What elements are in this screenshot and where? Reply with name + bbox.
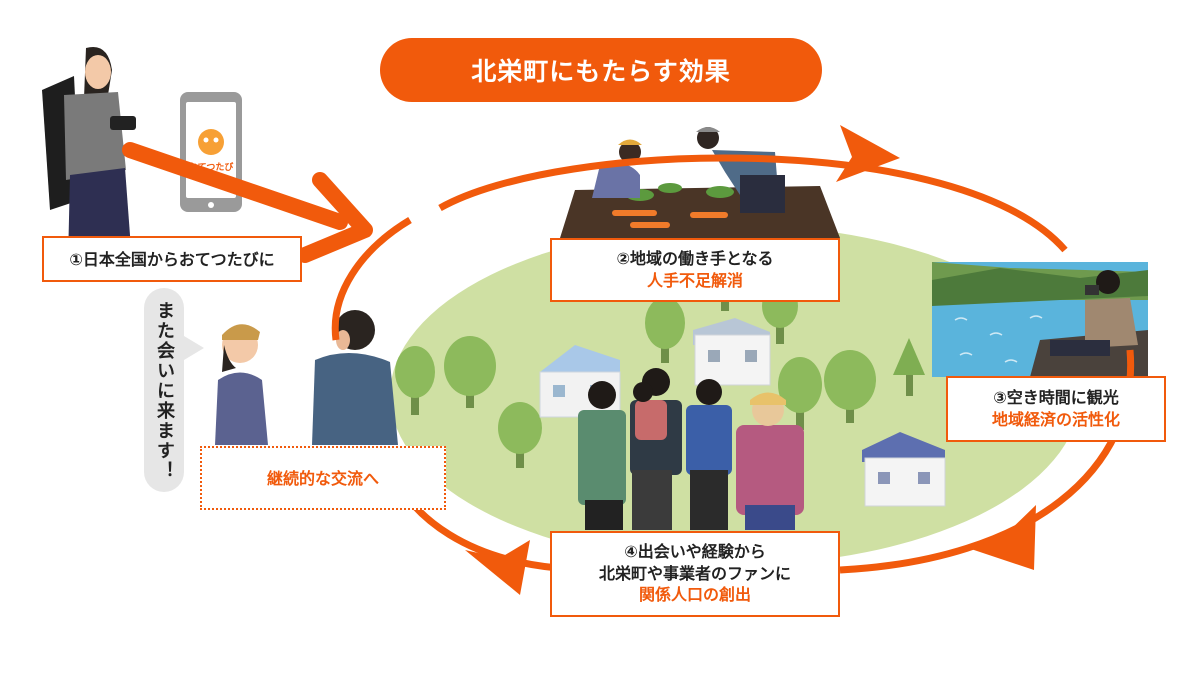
step-5-accent: 継続的な交流へ (266, 469, 379, 488)
speech-bubble (144, 288, 184, 492)
speech-text: また会いに来ます！ (154, 301, 175, 481)
farm-scene (560, 127, 840, 238)
lake-scene (932, 262, 1148, 377)
arrowhead-bottom-left (465, 540, 530, 595)
step-2-text: ②地域の働き手となる (616, 249, 774, 268)
step-3-text: ③空き時間に観光 (993, 388, 1119, 407)
speech-bubble-tail (184, 336, 204, 360)
step-2-accent: 人手不足解消 (646, 270, 743, 290)
app-logo-icon (198, 129, 224, 155)
arrowhead-top (836, 125, 900, 182)
step-3-accent: 地域経済の活性化 (991, 409, 1120, 429)
app-name-label: おてつたび (188, 163, 234, 173)
entry-arrow (122, 142, 373, 263)
step-5-label: 継続的な交流へ (200, 446, 446, 510)
step-3-label: ③空き時間に観光 地域経済の活性化 (946, 376, 1166, 442)
step-4-label: ④出会いや経験から 北栄町や事業者のファンに 関係人口の創出 (550, 531, 840, 617)
traveler-figure (42, 46, 136, 262)
step-1-label: ①日本全国からおてつたびに (42, 236, 302, 282)
step-2-label: ②地域の働き手となる 人手不足解消 (550, 238, 840, 302)
step-4-accent: 関係人口の創出 (638, 585, 751, 605)
family-group (578, 368, 804, 530)
friends-figures (215, 310, 398, 445)
step-4-text-line1: ④出会いや経験から (624, 542, 766, 561)
page-title: 北栄町にもたらす効果 (380, 38, 822, 102)
arrowhead-right (968, 505, 1036, 570)
step-1-text: ①日本全国からおてつたびに (69, 250, 275, 269)
houses (539, 318, 946, 507)
smartphone (180, 92, 242, 212)
step-4-text-line2: 北栄町や事業者のファンに (598, 563, 791, 583)
